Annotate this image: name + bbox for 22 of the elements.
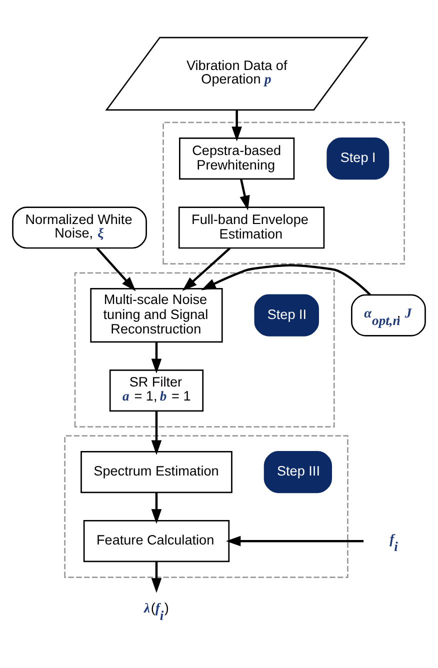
arrow bbox=[240, 178, 250, 210]
node-box: Spectrum Estimation bbox=[80, 451, 232, 494]
arrow bbox=[96, 247, 136, 292]
node-box: SR Filter a = 1, b = 1 bbox=[109, 370, 204, 412]
node-box: Normalized White Noise, ξ bbox=[12, 206, 147, 249]
cluster bbox=[162, 122, 405, 265]
node-box: Full-band Envelope Estimation bbox=[178, 206, 325, 249]
arrow bbox=[232, 110, 242, 142]
arrow bbox=[151, 342, 162, 374]
arrow bbox=[151, 562, 162, 593]
node-box: Step I bbox=[326, 138, 390, 180]
arrow bbox=[201, 264, 371, 296]
node-box: Cepstra-based Prewhitening bbox=[179, 138, 295, 180]
node-box: Feature Calculation bbox=[83, 520, 230, 562]
arrow bbox=[151, 411, 162, 455]
node-box: Step II bbox=[254, 294, 319, 336]
cluster bbox=[64, 435, 348, 578]
cluster bbox=[74, 272, 335, 428]
node-box: Step III bbox=[264, 451, 332, 494]
arrow bbox=[151, 492, 162, 524]
arrow bbox=[226, 536, 364, 546]
node-box: Multi-scale Noise tuning and Signal Reconstruction bbox=[90, 288, 223, 343]
